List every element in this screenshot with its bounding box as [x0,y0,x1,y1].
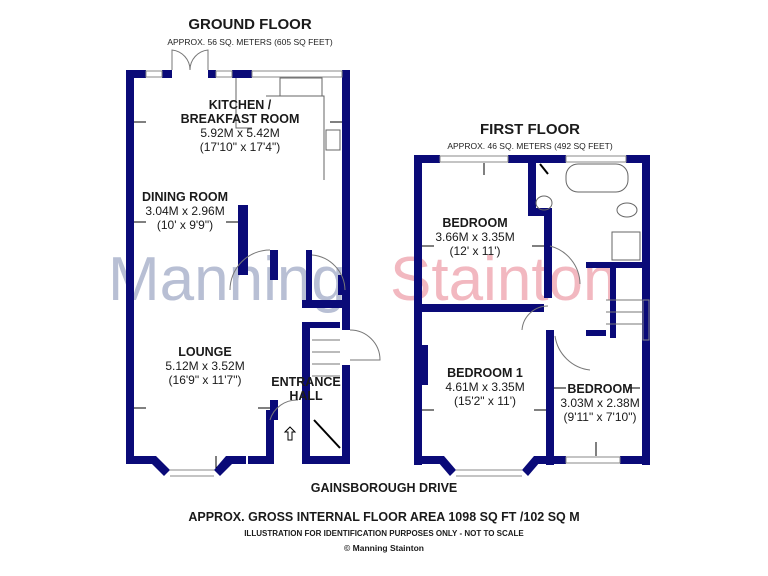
room-name: DINING ROOM [141,190,229,204]
ground-floor-title: GROUND FLOOR [188,16,312,33]
gross-area: APPROX. GROSS INTERNAL FLOOR AREA 1098 S… [188,510,580,524]
room-name: BEDROOM [442,216,508,230]
room-metric: 4.61M x 3.35M [445,380,525,394]
room-entrance-hall: ENTRANCE HALL [264,375,348,403]
first-floor-walls [414,155,650,476]
room-imperial: (17'10" x 17'4") [199,140,281,154]
street-name: GAINSBOROUGH DRIVE [310,481,458,495]
room-bedroom-1: BEDROOM 1 4.61M x 3.35M (15'2" x 11') [425,366,545,408]
first-floor-lines [422,155,650,477]
ground-floor-area: APPROX. 56 SQ. METERS (605 SQ FEET) [167,37,333,47]
room-name: LOUNGE [178,345,232,359]
room-name: BEDROOM [567,382,633,396]
room-metric: 5.12M x 3.52M [165,359,245,373]
room-imperial: (10' x 9'9") [156,218,214,232]
room-name: BREAKFAST ROOM [180,112,300,126]
room-bedroom-2: BEDROOM 3.66M x 3.35M (12' x 11') [420,216,530,258]
room-name: BEDROOM 1 [447,366,523,380]
room-metric: 3.03M x 2.38M [560,396,640,410]
room-name: ENTRANCE [271,375,341,389]
room-bedroom-3: BEDROOM 3.03M x 2.38M (9'11" x 7'10") [554,382,646,424]
room-metric: 5.92M x 5.42M [200,126,280,140]
disclaimer: ILLUSTRATION FOR IDENTIFICATION PURPOSES… [244,529,524,538]
room-name: KITCHEN / [208,98,272,112]
room-metric: 3.66M x 3.35M [435,230,515,244]
room-lounge: LOUNGE 5.12M x 3.52M (16'9" x 11'7") [140,345,270,387]
ground-floor-lines [134,49,381,477]
room-dining: DINING ROOM 3.04M x 2.96M (10' x 9'9") [120,190,250,232]
room-metric: 3.04M x 2.96M [145,204,225,218]
first-floor-area: APPROX. 46 SQ. METERS (492 SQ FEET) [447,141,613,151]
room-imperial: (9'11" x 7'10") [563,410,637,424]
ground-floor-walls [126,70,350,476]
copyright: © Manning Stainton [344,543,424,553]
room-imperial: (16'9" x 11'7") [168,373,242,387]
room-name: HALL [289,389,323,403]
first-floor-title: FIRST FLOOR [480,121,580,138]
room-kitchen-breakfast: KITCHEN / BREAKFAST ROOM 5.92M x 5.42M (… [170,98,310,154]
room-imperial: (12' x 11') [449,244,501,258]
room-imperial: (15'2" x 11') [454,394,516,408]
